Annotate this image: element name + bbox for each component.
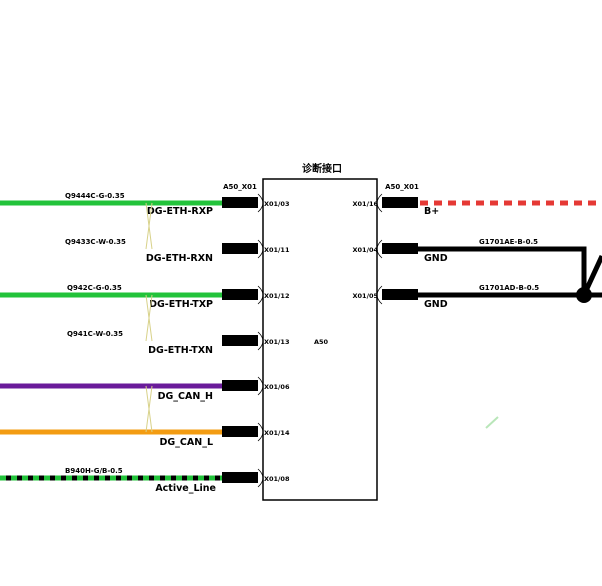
terminal-x01-13 [222, 335, 258, 346]
terminal-x01-16 [382, 197, 418, 208]
terminal-x01-12 [222, 289, 258, 300]
connector-right-label: A50_X01 [385, 183, 419, 191]
terminal-x01-11 [222, 243, 258, 254]
wire-code: G1701AD-B-0.5 [479, 284, 539, 292]
signal-label: DG-ETH-TXN [148, 345, 213, 356]
pin-label: X01/16 [353, 200, 379, 208]
signal-label: B+ [424, 206, 439, 217]
connector-left-label: A50_X01 [223, 183, 257, 191]
module-box [262, 178, 378, 501]
wire-code: B940H-G/B-0.5 [65, 467, 123, 475]
terminal-x01-05 [382, 289, 418, 300]
signal-label: DG_CAN_L [159, 437, 213, 448]
pin-label: X01/05 [353, 292, 379, 300]
wire-gnd-out [581, 254, 602, 297]
signal-label: GND [424, 253, 448, 264]
pin-arc [257, 239, 264, 259]
signal-label: GND [424, 299, 448, 310]
pin-arc [376, 239, 383, 259]
terminal-x01-14 [222, 426, 258, 437]
signal-label: DG-ETH-TXP [149, 299, 213, 310]
wire-code: G1701AE-B-0.5 [479, 238, 538, 246]
pin-arc [257, 376, 264, 396]
wire-code: Q9444C-G-0.35 [65, 192, 125, 200]
twisted-pair-marker [145, 294, 153, 342]
wire-code: Q9433C-W-0.35 [65, 238, 126, 246]
wire-code: Q942C-G-0.35 [67, 284, 122, 292]
pin-label: X01/06 [264, 383, 290, 391]
signal-label: DG_CAN_H [158, 391, 213, 402]
pin-arc [257, 331, 264, 351]
terminal-x01-08 [222, 472, 258, 483]
signal-label: Active_Line [155, 483, 216, 494]
pin-arc [376, 193, 383, 213]
wire-gnd-1 [418, 246, 587, 295]
signal-label: DG-ETH-RXN [146, 253, 213, 264]
signal-label: DG-ETH-RXP [147, 206, 213, 217]
pin-arc [376, 285, 383, 305]
terminal-x01-03 [222, 197, 258, 208]
pin-arc [257, 422, 264, 442]
pin-label: X01/12 [264, 292, 289, 300]
wire-code: Q941C-W-0.35 [67, 330, 123, 338]
pin-label: X01/13 [264, 338, 289, 346]
pin-arc [257, 468, 264, 488]
pin-label: X01/11 [264, 246, 290, 254]
pin-label: X01/08 [264, 475, 290, 483]
module-title: 诊断接口 [302, 162, 342, 175]
terminal-x01-04 [382, 243, 418, 254]
stray-mark [485, 416, 499, 429]
pin-label: X01/04 [353, 246, 379, 254]
pin-label: X01/14 [264, 429, 290, 437]
pin-label: X01/03 [264, 200, 289, 208]
module-label: A50 [314, 338, 329, 346]
pin-arc [257, 193, 264, 213]
twisted-pair-marker [145, 202, 153, 250]
terminal-x01-06 [222, 380, 258, 391]
twisted-pair-marker [145, 385, 153, 433]
pin-arc [257, 285, 264, 305]
